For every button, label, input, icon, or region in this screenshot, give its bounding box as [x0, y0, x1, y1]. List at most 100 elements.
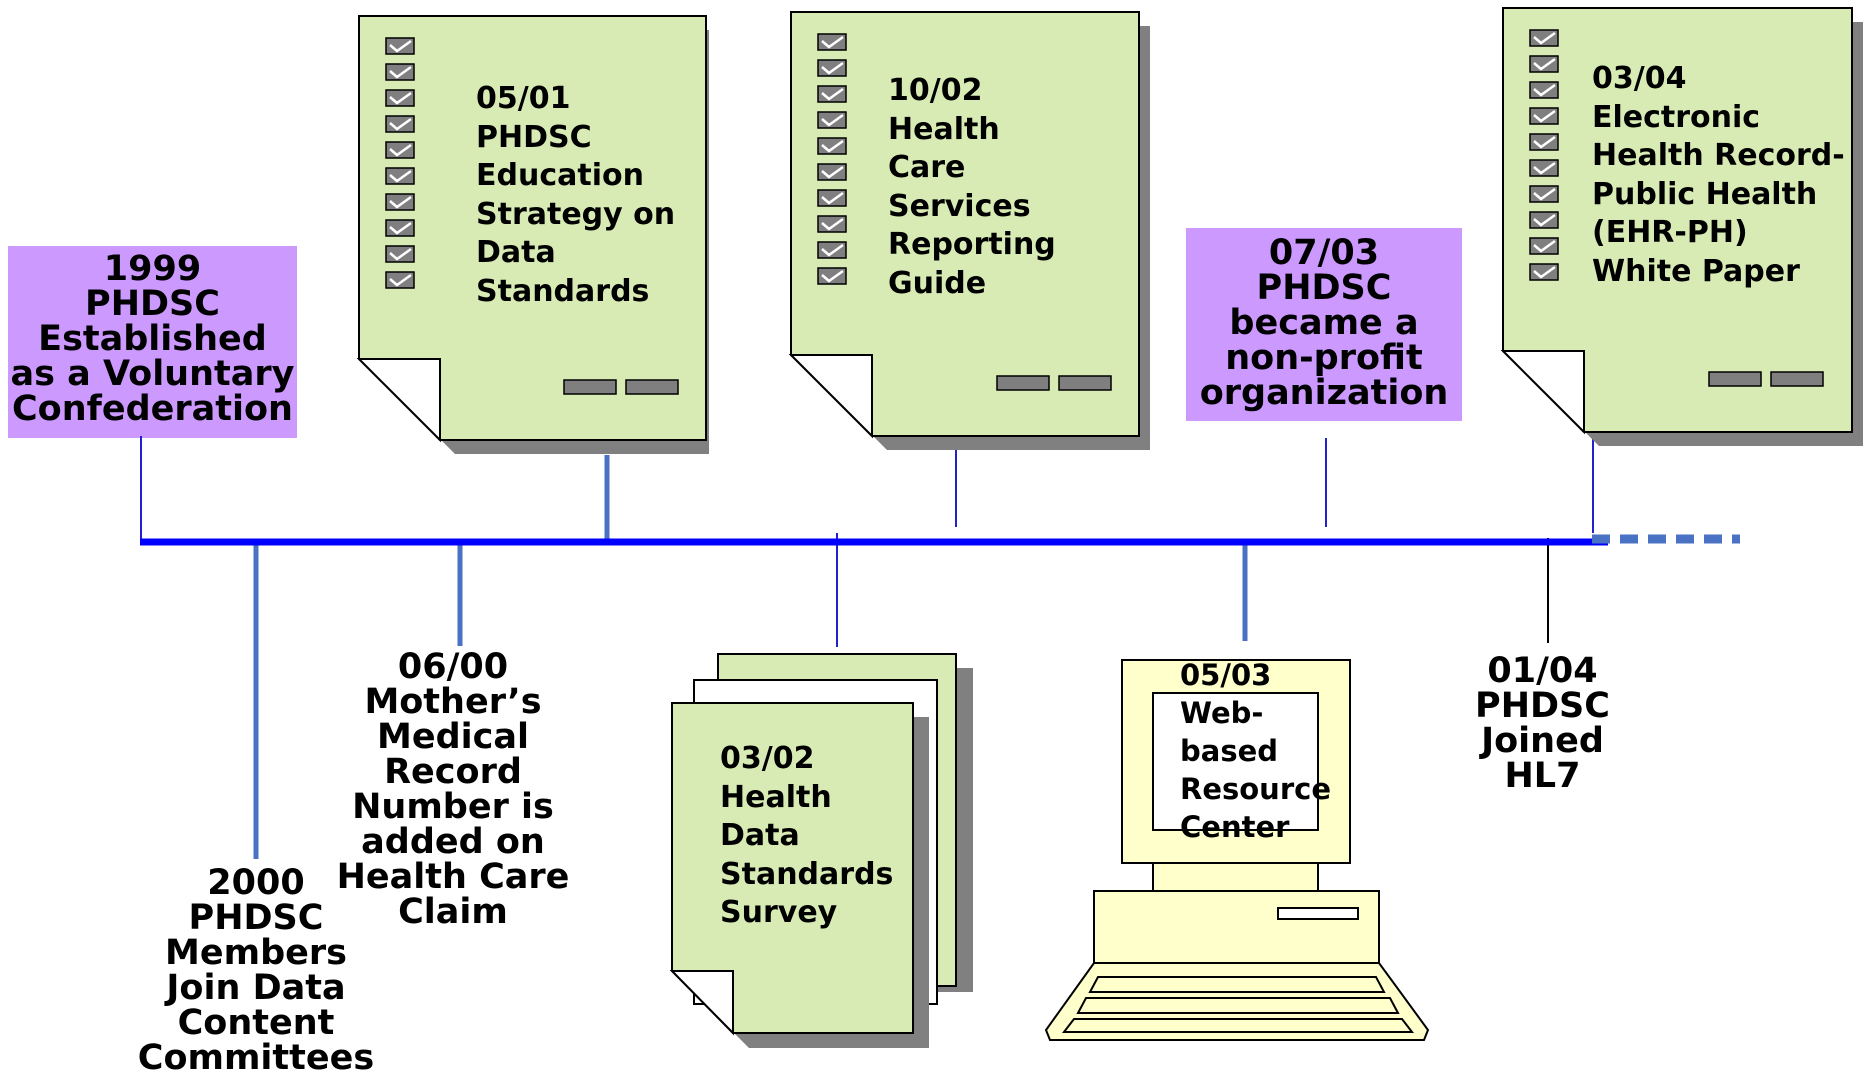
checkmark-icon: [389, 91, 412, 105]
label-line: PHDSC: [1475, 686, 1610, 726]
label-line: 1999: [103, 249, 202, 289]
checkbox-icon: [1529, 133, 1559, 151]
label-line: Content: [177, 1003, 335, 1043]
checkbox-icon: [1529, 263, 1559, 281]
checkmark-icon: [821, 165, 844, 179]
label-line: 05/03: [1180, 658, 1272, 692]
checkmark-icon: [1533, 57, 1556, 71]
checkbox-icon: [385, 245, 415, 263]
checkmark-icon: [821, 269, 844, 283]
label-line: PHDSC: [188, 898, 324, 938]
label-line: (EHR-PH): [1592, 215, 1748, 250]
label-line: Record: [384, 752, 522, 792]
label-line: Strategy on: [476, 196, 676, 232]
label-line: PHDSC: [1256, 268, 1392, 308]
checkmark-icon: [821, 139, 844, 153]
label-line: Established: [38, 319, 267, 359]
label-line: 2000: [207, 863, 305, 903]
checkmark-icon: [821, 35, 844, 49]
checkmark-icon: [389, 143, 412, 157]
checkbox-icon: [817, 241, 847, 259]
label-line: PHDSC: [476, 119, 592, 155]
checkbox-icon: [1529, 55, 1559, 73]
label-line: 07/03: [1268, 233, 1380, 273]
checkbox-icon: [385, 63, 415, 81]
label-line: Data: [720, 818, 800, 853]
checkmark-icon: [821, 61, 844, 75]
checkmark-icon: [821, 243, 844, 257]
label-line: Health: [888, 111, 1000, 147]
checkmark-icon: [389, 195, 412, 209]
checkmark-icon: [389, 247, 412, 261]
checkmark-icon: [1533, 213, 1556, 227]
document-checklist-icon: [356, 15, 709, 454]
label-line: Resource: [1180, 772, 1331, 806]
label-line: Guide: [888, 265, 987, 301]
label-line: added on: [361, 822, 545, 862]
label-line: Members: [165, 933, 347, 973]
label-line: Health Care: [336, 857, 570, 897]
label-line: Services: [888, 188, 1031, 224]
label-line: Standards: [476, 273, 650, 309]
label-line: Public Health: [1592, 176, 1818, 212]
checkbox-icon: [1529, 211, 1559, 229]
checkbox-icon: [817, 59, 847, 77]
label-line: based: [1180, 734, 1279, 768]
label-line: Mother’s: [364, 682, 542, 722]
checkbox-icon: [385, 115, 415, 133]
checkmark-icon: [821, 191, 844, 205]
label-line: Electronic: [1592, 99, 1761, 135]
checkbox-icon: [817, 111, 847, 129]
checkbox-icon: [1529, 107, 1559, 125]
document-checklist-icon: [1500, 7, 1863, 446]
label-line: Center: [1180, 810, 1290, 844]
label-line: Joined: [1481, 721, 1604, 761]
label-line: Web-: [1180, 696, 1264, 730]
label-line: Data: [476, 235, 556, 270]
checkbox-icon: [817, 33, 847, 51]
checkbox-icon: [1529, 81, 1559, 99]
checkmark-icon: [1533, 109, 1556, 123]
checkbox-icon: [385, 219, 415, 237]
checkmark-icon: [821, 87, 844, 101]
checkbox-icon: [385, 89, 415, 107]
label-line: Health Record-: [1592, 138, 1845, 173]
label-line: White Paper: [1592, 253, 1800, 289]
checkmark-icon: [389, 221, 412, 235]
label-line: 03/04: [1592, 61, 1687, 96]
document-stack-icon: [669, 653, 973, 1048]
label-line: non-profit: [1225, 338, 1423, 378]
label-line: Survey: [720, 895, 838, 930]
label-line: HL7: [1504, 756, 1581, 796]
checkmark-icon: [389, 117, 412, 131]
checkbox-icon: [1529, 237, 1559, 255]
checkmark-icon: [389, 65, 412, 79]
checkmark-icon: [1533, 31, 1556, 45]
checkmark-icon: [1533, 135, 1556, 149]
milestone-1999-box: [8, 246, 297, 438]
label-line: Join Data: [166, 968, 346, 1008]
checkbox-icon: [385, 167, 415, 185]
checkmark-icon: [821, 113, 844, 127]
checkbox-icon: [385, 37, 415, 55]
checkmark-icon: [389, 273, 412, 287]
label-line: Medical: [377, 717, 529, 757]
checkbox-icon: [385, 141, 415, 159]
milestone-0703-box: [1186, 228, 1462, 421]
checkbox-icon: [817, 85, 847, 103]
checkmark-icon: [1533, 239, 1556, 253]
checkmark-icon: [389, 169, 412, 183]
checkbox-icon: [385, 193, 415, 211]
checkbox-icon: [385, 271, 415, 289]
label-line: 10/02: [888, 73, 983, 108]
label-line: Standards: [720, 856, 894, 892]
checkbox-icon: [1529, 185, 1559, 203]
label-line: Confederation: [12, 389, 293, 429]
checkbox-icon: [817, 137, 847, 155]
